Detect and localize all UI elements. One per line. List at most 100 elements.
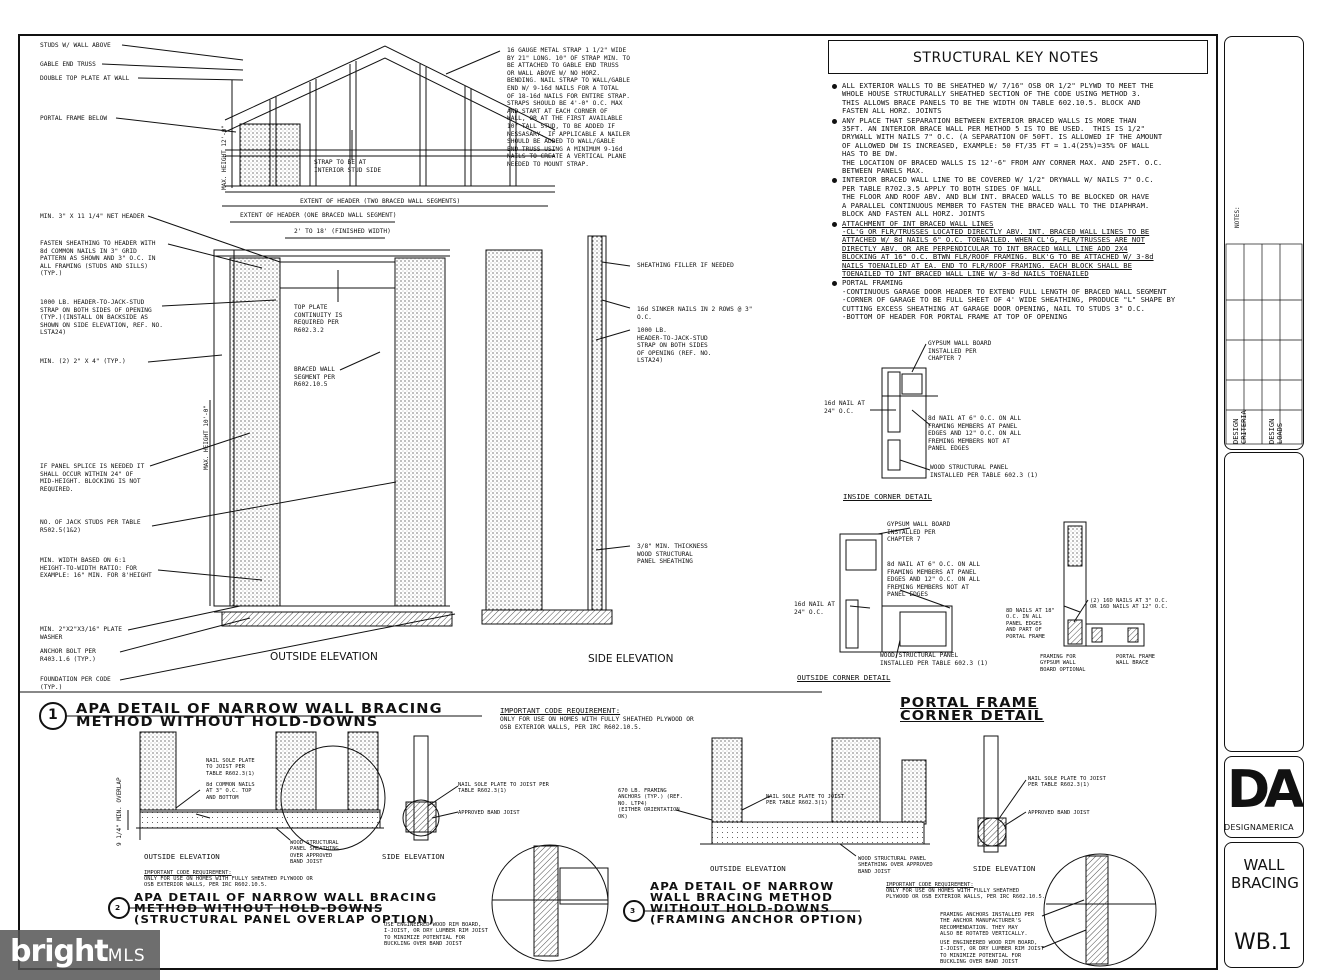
d3-anchor-note: FRAMING ANCHORS INSTALLED PER THE ANCHOR… xyxy=(940,912,1035,938)
d3-rim-note: USE ENGINEERED WOOD RIM BOARD, I-JOIST, … xyxy=(940,940,1044,966)
label-min-2x4: MIN. (2) 2" X 4" (TYP.) xyxy=(40,358,126,365)
d3-anchors-label: 670 LB. FRAMING ANCHORS (TYP.) (REF. NO.… xyxy=(618,788,683,820)
label-strap-note: 16 GAUGE METAL STRAP 1 1/2" WIDE BY 21" … xyxy=(507,47,630,168)
d3-panel-sheathing-label: WOOD STRUCTURAL PANEL SHEATHING OVER APP… xyxy=(858,856,933,875)
titleblock-design-loads: DESIGN LOADS xyxy=(1268,418,1284,444)
d2-side-elevation: SIDE ELEVATION xyxy=(382,852,445,861)
inside-8d-label: 8d NAIL AT 6" O.C. ON ALL FRAMING MEMBER… xyxy=(928,415,1022,453)
key-note-text: INTERIOR BRACED WALL LINE TO BE COVERED … xyxy=(842,175,1154,219)
d3-outside-elevation: OUTSIDE ELEVATION xyxy=(710,864,786,873)
d2-rim-note: USE ENGINEERED WOOD RIM BOARD, I-JOIST, … xyxy=(384,922,488,948)
d2-important-title: IMPORTANT CODE REQUIREMENT: xyxy=(144,870,232,876)
label-double-top-plate: DOUBLE TOP PLATE AT WALL xyxy=(40,75,130,82)
label-plate-washer: MIN. 2"X2"X3/16" PLATE WASHER xyxy=(40,626,122,641)
brightmls-logo-icon: brightMLS xyxy=(10,934,146,969)
key-notes-title: STRUCTURAL KEY NOTES xyxy=(913,50,1099,66)
d2-band-joist-label: APPROVED BAND JOIST xyxy=(458,810,520,816)
label-top-plate: TOP PLATE CONTINUITY IS REQUIRED PER R60… xyxy=(294,304,343,334)
titleblock-logo-box xyxy=(1224,756,1304,838)
d3-nail-sole-joist-label: NAIL SOLE PLATE TO JOIST PER TABLE R602.… xyxy=(1028,776,1106,789)
important-title-1: IMPORTANT CODE REQUIREMENT: xyxy=(500,706,621,715)
titleblock-sheet-box xyxy=(1224,842,1304,968)
inside-corner-title: INSIDE CORNER DETAIL xyxy=(843,492,932,501)
d2-nail-sole-label: NAIL SOLE PLATE TO JOIST PER TABLE R602.… xyxy=(206,758,255,777)
detail-number-1: 1 xyxy=(48,707,58,723)
d3-band-joist-label: APPROVED BAND JOIST xyxy=(1028,810,1090,816)
label-gable-end-truss: GABLE END TRUSS xyxy=(40,61,96,68)
titleblock-design-criteria: DESIGN CRITERIA xyxy=(1232,410,1248,444)
outside-corner-title: OUTSIDE CORNER DETAIL xyxy=(797,673,891,682)
label-studs-wall-above: STUDS W/ WALL ABOVE xyxy=(40,42,111,49)
key-note-item: ANY PLACE THAT SEPARATION BETWEEN EXTERI… xyxy=(832,115,1212,176)
inside-panel-label: WOOD STRUCTURAL PANEL INSTALLED PER TABL… xyxy=(930,464,1039,479)
label-outside-elevation-1: OUTSIDE ELEVATION xyxy=(270,651,378,663)
key-notes-header-box xyxy=(828,40,1208,74)
d2-important-text: ONLY FOR USE ON HOMES WITH FULLY SHEATHE… xyxy=(144,876,313,889)
key-note-text: PORTAL FRAMING -CONTINUOUS GARAGE DOOR H… xyxy=(842,278,1176,321)
label-braced-segment: BRACED WALL SEGMENT PER R602.10.5 xyxy=(294,366,335,389)
important-text-1: ONLY FOR USE ON HOMES WITH FULLY SHEATHE… xyxy=(500,716,694,731)
label-min-width: MIN. WIDTH BASED ON 6:1 HEIGHT-TO-WIDTH … xyxy=(40,557,152,580)
label-extent-one: EXTENT OF HEADER (ONE BRACED WALL SEGMEN… xyxy=(240,212,397,219)
portal-framing-label: FRAMING FOR GYPSUM WALL BOARD OPTIONAL xyxy=(1040,654,1086,673)
label-strap-interior: STRAP TO BE AT INTERIOR STUD SIDE xyxy=(314,159,382,174)
inside-16d-label: 16d NAIL AT 24" O.C. xyxy=(824,400,865,415)
key-notes-list: ALL EXTERIOR WALLS TO BE SHEATHED W/ 7/1… xyxy=(832,81,1212,322)
label-max-height: MAX. HEIGHT 10'-0" xyxy=(203,404,210,470)
outside-panel-label: WOOD STRUCTURAL PANEL INSTALLED PER TABL… xyxy=(880,652,989,667)
label-finished-width: 2' TO 18' (FINISHED WIDTH) xyxy=(294,228,391,235)
designamerica-logo-name: DESIGNAMERICA xyxy=(1224,823,1294,832)
portal-brace-label: PORTAL FRAME WALL BRACE xyxy=(1116,654,1155,667)
portal-nails-a-label: 8D NAILS AT 18" O.C. IN ALL PANEL EDGES … xyxy=(1006,608,1055,640)
key-note-text: ANY PLACE THAT SEPARATION BETWEEN EXTERI… xyxy=(842,115,1163,176)
label-panel-sheathing: 3/8" MIN. THICKNESS WOOD STRUCTURAL PANE… xyxy=(637,543,708,566)
key-note-text: ALL EXTERIOR WALLS TO BE SHEATHED W/ 7/1… xyxy=(842,81,1154,116)
portal-nails-b-label: (2) 16D NAILS AT 3" O.C. OR 16D NAILS AT… xyxy=(1090,598,1168,611)
outside-8d-label: 8d NAIL AT 6" O.C. ON ALL FRAMING MEMBER… xyxy=(887,561,981,599)
label-side-strap: 1000 LB. HEADER-TO-JACK-STUD STRAP ON BO… xyxy=(637,327,712,365)
label-panel-splice: IF PANEL SPLICE IS NEEDED IT SHALL OCCUR… xyxy=(40,463,145,493)
label-max-height-top: MAX. HEIGHT 12'-0" xyxy=(221,124,228,190)
label-header-strap: 1000 LB. HEADER-TO-JACK-STUD STRAP ON BO… xyxy=(40,299,163,337)
drawing-sheet-border xyxy=(18,34,1218,970)
detail-title-1: APA DETAIL OF NARROW WALL BRACING METHOD… xyxy=(76,702,443,730)
detail-title-2: APA DETAIL OF NARROW WALL BRACING METHOD… xyxy=(134,892,438,926)
detail-number-3: 3 xyxy=(630,906,636,915)
label-sheathing-filler: SHEATHING FILLER IF NEEDED xyxy=(637,262,734,269)
titleblock-notes-label: NOTES: xyxy=(1234,206,1241,228)
label-jack-studs: NO. OF JACK STUDS PER TABLE R502.5(1&2) xyxy=(40,519,141,534)
label-portal-frame-below: PORTAL FRAME BELOW xyxy=(40,115,108,122)
key-note-item: ALL EXTERIOR WALLS TO BE SHEATHED W/ 7/1… xyxy=(832,81,1212,116)
label-extent-two: EXTENT OF HEADER (TWO BRACED WALL SEGMEN… xyxy=(300,198,461,205)
d3-important-title: IMPORTANT CODE REQUIREMENT: xyxy=(886,882,974,888)
d2-overlap-label: 9 1/4" MIN. OVERLAP xyxy=(116,777,123,846)
d3-side-elevation: SIDE ELEVATION xyxy=(973,864,1036,873)
label-side-elevation-1: SIDE ELEVATION xyxy=(588,653,674,665)
inside-gypsum-label: GYPSUM WALL BOARD INSTALLED PER CHAPTER … xyxy=(928,340,992,363)
label-foundation: FOUNDATION PER CODE (TYP.) xyxy=(40,676,111,691)
detail-title-3: APA DETAIL OF NARROW WALL BRACING METHOD… xyxy=(650,881,864,926)
d2-common-nails-label: 8d COMMON NAILS AT 3" O.C. TOP AND BOTTO… xyxy=(206,782,255,801)
outside-gypsum-label: GYPSUM WALL BOARD INSTALLED PER CHAPTER … xyxy=(887,521,951,544)
watermark-brand: bright xyxy=(10,934,109,969)
outside-16d-label: 16d NAIL AT 24" O.C. xyxy=(794,601,835,616)
label-sinker-nails: 16d SINKER NAILS IN 2 ROWS @ 3" O.C. xyxy=(637,306,753,321)
d3-important-text: ONLY FOR USE ON HOMES WITH FULLY SHEATHE… xyxy=(886,888,1046,901)
brightmls-watermark xyxy=(0,930,160,980)
d2-outside-elevation: OUTSIDE ELEVATION xyxy=(144,852,220,861)
key-note-item: INTERIOR BRACED WALL LINE TO BE COVERED … xyxy=(832,176,1212,218)
designamerica-logo-icon: DA xyxy=(1227,760,1304,820)
watermark-suffix: MLS xyxy=(107,946,146,966)
d2-panel-sheathing-label: WOOD STRUCTURAL PANEL SHEATHING OVER APP… xyxy=(290,840,339,866)
titleblock-disclaimer-box xyxy=(1224,452,1304,752)
label-net-header: MIN. 3" X 11 1/4" NET HEADER xyxy=(40,213,145,220)
key-note-text: ATTACHMENT OF INT BRACED WALL LINES -CL'… xyxy=(842,218,1154,278)
label-fasten-sheathing: FASTEN SHEATHING TO HEADER WITH 8d COMMO… xyxy=(40,240,156,278)
sheet-title: WALL BRACING xyxy=(1231,856,1299,892)
d2-nail-sole-joist-label: NAIL SOLE PLATE TO JOIST PER TABLE R602.… xyxy=(458,782,549,795)
detail-number-2: 2 xyxy=(115,903,121,912)
label-anchor-bolt: ANCHOR BOLT PER R403.1.6 (TYP.) xyxy=(40,648,96,663)
key-note-item: ATTACHMENT OF INT BRACED WALL LINES -CL'… xyxy=(832,218,1212,279)
titleblock-criteria-box xyxy=(1224,36,1304,450)
